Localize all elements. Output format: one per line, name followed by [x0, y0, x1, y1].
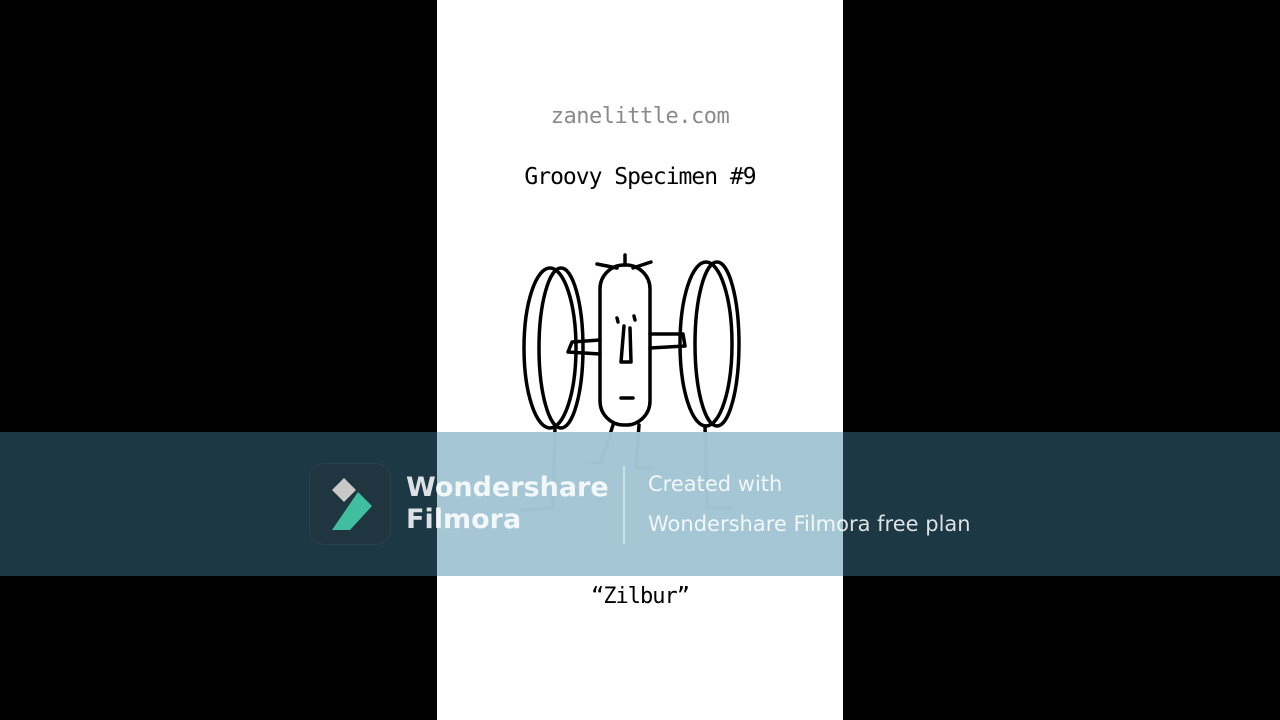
filmora-logo — [310, 464, 390, 544]
face-nose — [619, 324, 633, 364]
left-cymbal-front — [537, 266, 585, 430]
filmora-logo-icon — [332, 478, 372, 530]
site-url: zanelittle.com — [550, 104, 730, 129]
right-cymbal-back — [678, 260, 734, 428]
created-with-text: Created with — [648, 472, 783, 496]
creature-drawing — [519, 253, 741, 512]
face-eye-left — [615, 316, 620, 324]
artwork-canvas: zanelittle.com Groovy Specimen #9 — [437, 0, 843, 720]
brand-line-2: Filmora — [406, 504, 522, 535]
artwork-title: Groovy Specimen #9 — [524, 164, 756, 190]
free-plan-text: Wondershare Filmora free plan — [648, 512, 971, 536]
face-eye-right — [632, 314, 637, 322]
right-cymbal-front — [693, 260, 741, 428]
right-arm — [648, 332, 687, 350]
creature-body — [598, 263, 652, 427]
left-arm — [566, 338, 602, 356]
brand-line-1: Wondershare — [406, 472, 609, 503]
artwork-caption: “Zilbur” — [591, 584, 690, 609]
left-cymbal-back — [522, 266, 578, 430]
filmora-brand: Wondershare Filmora — [406, 472, 609, 536]
watermark-divider — [623, 466, 625, 544]
watermark-banner: Wondershare Filmora Created with Wonders… — [0, 432, 1280, 576]
antenna — [595, 253, 653, 270]
watermark-banner-highlight — [437, 432, 843, 576]
